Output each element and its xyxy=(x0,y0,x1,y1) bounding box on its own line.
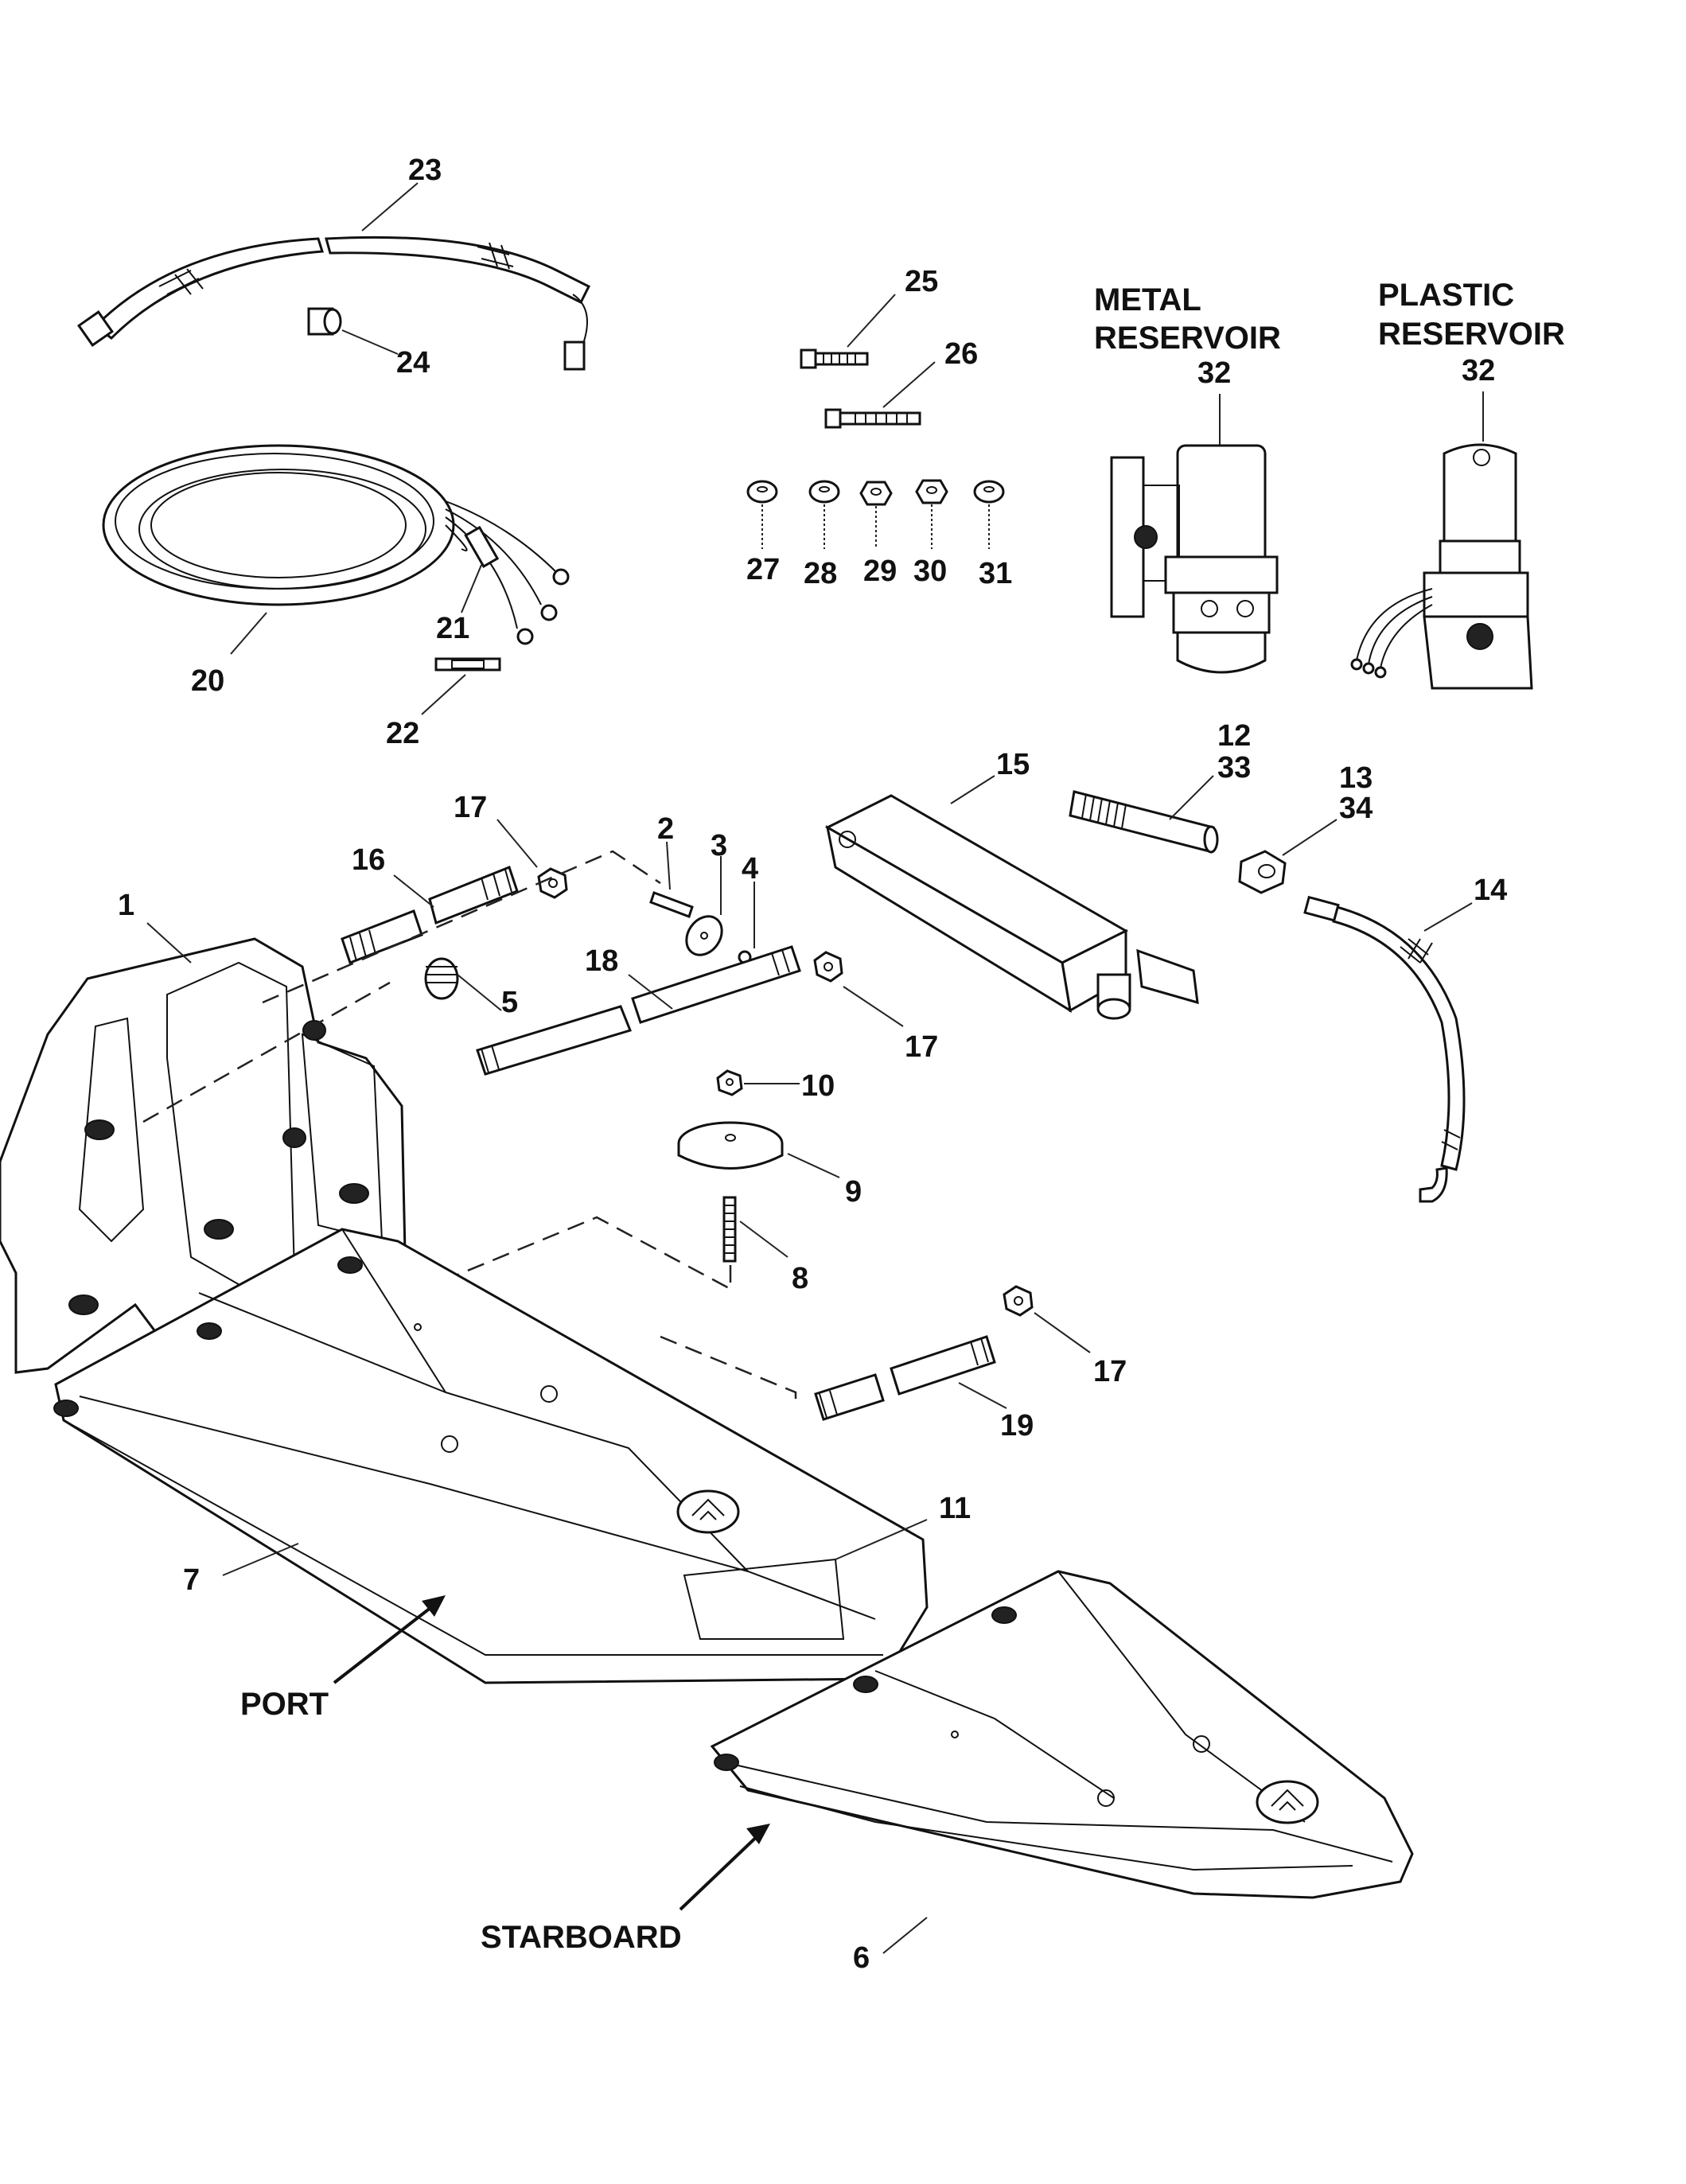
nut-10 xyxy=(716,1069,743,1096)
caption-port: PORT xyxy=(240,1687,329,1722)
caption-metal-reservoir: RESERVOIR xyxy=(1094,321,1281,356)
pin-16 xyxy=(341,866,519,964)
washer-3 xyxy=(685,915,723,956)
callout-21: 21 xyxy=(436,612,469,645)
cylinder-15 xyxy=(824,794,1199,1020)
callout-19: 19 xyxy=(1000,1409,1034,1442)
nut-30 xyxy=(915,479,948,504)
callout-20: 20 xyxy=(191,664,224,698)
callout-2: 2 xyxy=(657,812,674,846)
callout-25: 25 xyxy=(905,265,938,298)
callout-33: 33 xyxy=(1217,751,1251,784)
callout-13: 13 xyxy=(1339,761,1373,795)
callout-16: 16 xyxy=(352,843,385,877)
hose-23 xyxy=(77,236,591,371)
washer-27 xyxy=(746,480,778,504)
callout-28: 28 xyxy=(804,557,837,590)
callout-17c: 17 xyxy=(1093,1355,1127,1388)
callout-6: 6 xyxy=(853,1941,870,1975)
trim-tab-starboard-6 xyxy=(710,1570,1414,1899)
caption-metal: METAL xyxy=(1094,282,1201,317)
trim-tab-port-7 xyxy=(53,1228,929,1684)
pin-2 xyxy=(649,891,694,918)
callout-10: 10 xyxy=(801,1069,835,1103)
stud-8 xyxy=(722,1196,737,1263)
callout-17b: 17 xyxy=(905,1030,938,1064)
callout-17a: 17 xyxy=(454,791,487,824)
fitting-24 xyxy=(307,307,342,336)
rod-12-33 xyxy=(1069,790,1219,854)
caption-plastic: PLASTIC xyxy=(1378,278,1514,313)
hose-14 xyxy=(1303,895,1466,1203)
callout-7: 7 xyxy=(183,1563,200,1597)
callout-24: 24 xyxy=(396,346,430,380)
washer-28 xyxy=(808,480,840,504)
callout-32-plastic: 32 xyxy=(1462,354,1495,387)
callout-23: 23 xyxy=(408,154,442,187)
callout-22: 22 xyxy=(386,717,419,750)
pin-19 xyxy=(814,1335,996,1421)
pin-18 xyxy=(476,945,801,1076)
callout-18: 18 xyxy=(585,944,618,978)
callout-26: 26 xyxy=(944,337,978,371)
bolt-26 xyxy=(824,408,921,429)
pump-metal-reservoir-32 xyxy=(1110,444,1279,674)
caption-plastic-reservoir: RESERVOIR xyxy=(1378,317,1565,352)
harness-20 xyxy=(102,444,570,645)
nut-29 xyxy=(859,481,893,506)
callout-12: 12 xyxy=(1217,719,1251,753)
nut-13-34 xyxy=(1238,850,1287,894)
callout-11: 11 xyxy=(939,1492,971,1525)
fuse-22 xyxy=(434,657,501,672)
callout-30: 30 xyxy=(913,555,947,588)
callout-8: 8 xyxy=(792,1262,808,1295)
callout-32-metal: 32 xyxy=(1197,356,1231,390)
pump-plastic-reservoir-32 xyxy=(1350,443,1533,690)
plug-5 xyxy=(424,957,459,1000)
callout-14: 14 xyxy=(1474,874,1507,907)
nut-17a xyxy=(537,867,568,899)
caption-starboard: STARBOARD xyxy=(481,1920,682,1955)
callout-34: 34 xyxy=(1339,792,1373,825)
callout-1: 1 xyxy=(118,889,134,922)
callout-27: 27 xyxy=(746,553,780,586)
nut-17b xyxy=(813,951,843,983)
callout-4: 4 xyxy=(742,852,758,886)
callout-31: 31 xyxy=(979,557,1012,590)
callout-3: 3 xyxy=(711,829,727,862)
callout-9: 9 xyxy=(845,1175,862,1209)
callout-15: 15 xyxy=(996,748,1030,781)
callout-5: 5 xyxy=(501,986,518,1019)
nut-17c xyxy=(1003,1285,1034,1317)
callout-29: 29 xyxy=(863,555,897,588)
bolt-25 xyxy=(800,348,869,369)
pad-9 xyxy=(677,1121,784,1170)
washer-31 xyxy=(973,480,1005,504)
